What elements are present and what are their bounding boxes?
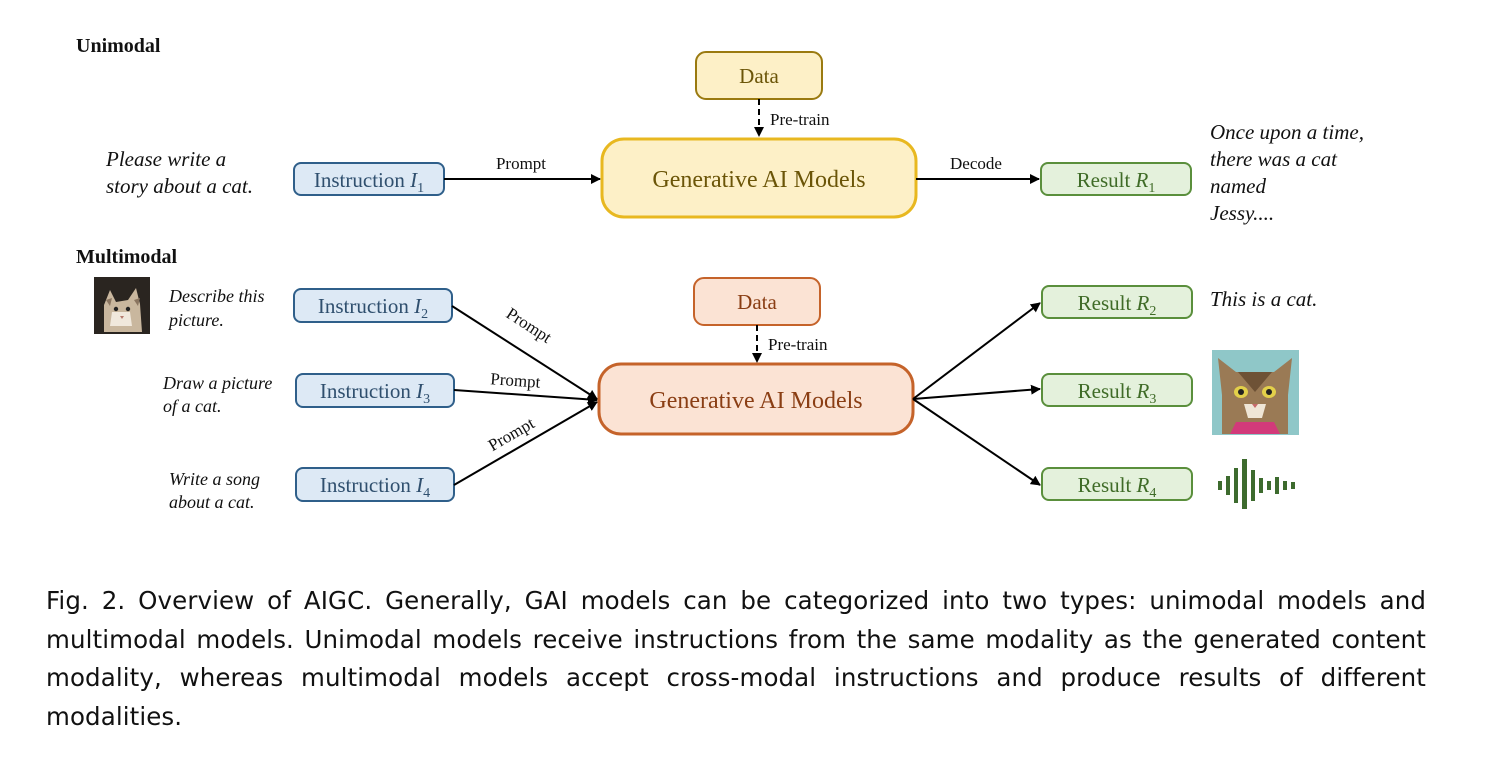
mm-pretrain-label: Pre-train [768, 335, 828, 354]
mm-input-2-line-1: Draw a picture [162, 373, 272, 393]
mm-input-2-line-2: of a cat. [163, 396, 222, 416]
unimodal-decode-label: Decode [950, 154, 1002, 173]
mm-result-label-3: Result R3 [1078, 379, 1157, 407]
unimodal-label: Unimodal [76, 35, 161, 57]
mm-prompt-arrow-4 [453, 401, 598, 486]
mm-model-label: Generative AI Models [649, 388, 862, 414]
mm-result-text: This is a cat. [1210, 287, 1317, 311]
mm-prompt-label-4: Prompt [485, 413, 538, 455]
mm-input-3-line-1: Write a song [169, 469, 260, 489]
audio-waveform-icon [1218, 459, 1295, 509]
unimodal-result-label: Result R1 [1077, 168, 1156, 196]
mm-input-1-line-2: picture. [167, 310, 224, 330]
mm-prompt-label-2: Prompt [503, 304, 556, 347]
mm-result-arrow-4 [912, 398, 1041, 486]
cat-illustration-icon [1212, 350, 1299, 435]
mm-data-label: Data [737, 290, 777, 314]
unimodal-input-line-1: Please write a [105, 147, 226, 171]
mm-result-box-4 [1041, 467, 1193, 501]
mm-result-arrow-3 [912, 384, 1041, 400]
mm-prompt-label-3: Prompt [490, 369, 542, 391]
unimodal-data-label: Data [739, 64, 779, 88]
mm-result-box-2 [1041, 285, 1193, 319]
multimodal-label: Multimodal [76, 246, 178, 268]
mm-result-label-2: Result R2 [1078, 291, 1157, 319]
unimodal-output-line-2: there was a cat [1210, 147, 1338, 171]
unimodal-output-line-1: Once upon a time, [1210, 120, 1364, 144]
mm-input-3-line-2: about a cat. [169, 492, 255, 512]
figure-caption: Fig. 2. Overview of AIGC. Generally, GAI… [46, 586, 1426, 731]
unimodal-prompt-label: Prompt [496, 154, 546, 173]
unimodal-result-box [1040, 162, 1192, 196]
cat-photo-icon [94, 277, 150, 334]
unimodal-pretrain-label: Pre-train [770, 110, 830, 129]
unimodal-output-line-3: named [1210, 174, 1266, 198]
mm-input-1-line-1: Describe this [168, 286, 264, 306]
mm-result-box-3 [1041, 373, 1193, 407]
unimodal-input-line-2: story about a cat. [106, 174, 253, 198]
mm-instruction-box-2 [293, 288, 453, 323]
mm-instruction-label-4: Instruction I4 [320, 473, 430, 501]
unimodal-model-label: Generative AI Models [652, 167, 865, 193]
mm-prompt-arrow-2 [451, 305, 598, 400]
mm-prompt-arrow-3 [453, 389, 598, 405]
mm-result-label-4: Result R4 [1078, 473, 1157, 501]
mm-instruction-label-3: Instruction I3 [320, 379, 430, 407]
mm-instruction-label-2: Instruction I2 [318, 294, 428, 322]
mm-result-arrow-2 [912, 302, 1041, 400]
unimodal-instruction-label: Instruction I1 [314, 168, 424, 196]
unimodal-output-line-4: Jessy.... [1210, 201, 1274, 225]
